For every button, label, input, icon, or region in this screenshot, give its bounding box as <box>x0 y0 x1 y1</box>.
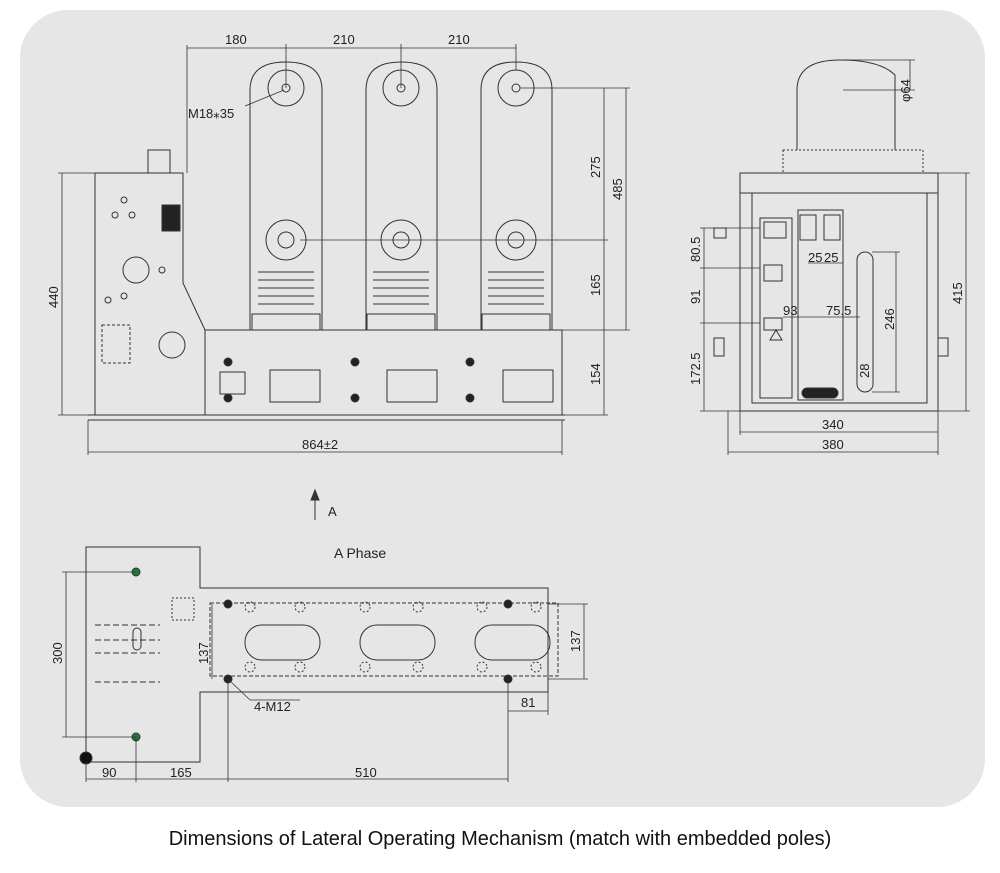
dim-275: 275 <box>588 156 603 178</box>
dim-90: 90 <box>102 765 116 780</box>
dim-80-5: 80.5 <box>688 237 703 262</box>
dim-4-m12: 4-M12 <box>254 699 291 714</box>
control-panel <box>759 217 793 399</box>
dim-180: 180 <box>225 32 247 47</box>
side-view <box>700 59 970 455</box>
dim-510: 510 <box>355 765 377 780</box>
mechanism-housing <box>94 172 206 416</box>
label-a-phase: A Phase <box>334 545 386 561</box>
front-dial <box>122 256 150 284</box>
dim-485: 485 <box>610 178 625 200</box>
dim-bolt: M18⁎35 <box>188 106 234 121</box>
dim-165-plan: 165 <box>170 765 192 780</box>
dim-300: 300 <box>50 642 65 664</box>
warning-label <box>161 204 181 232</box>
dim-154: 154 <box>588 363 603 385</box>
plan-outline <box>85 546 549 763</box>
dim-415: 415 <box>950 282 965 304</box>
dim-246: 246 <box>882 308 897 330</box>
view-arrow <box>310 488 320 520</box>
dim-137-left: 137 <box>196 642 211 664</box>
dim-81: 81 <box>521 695 535 710</box>
dim-137-right: 137 <box>568 630 583 652</box>
dim-phi64: φ64 <box>898 79 913 102</box>
top-knob <box>147 149 171 174</box>
drawing-panel <box>20 10 985 807</box>
front-view <box>58 44 630 455</box>
dim-210-a: 210 <box>333 32 355 47</box>
dim-165: 165 <box>588 274 603 296</box>
dim-172-5: 172.5 <box>688 352 703 385</box>
dim-25-b: 25 <box>824 250 838 265</box>
pole-2 <box>365 61 438 331</box>
pole-3 <box>480 61 553 331</box>
figure-caption: Dimensions of Lateral Operating Mechanis… <box>168 828 832 850</box>
dim-440: 440 <box>46 286 61 308</box>
dim-25-a: 25 <box>808 250 822 265</box>
technical-drawing: 180 210 210 M18⁎35 275 485 165 154 440 8… <box>46 32 970 782</box>
dim-864: 864±2 <box>302 437 338 452</box>
pole-1 <box>249 61 323 331</box>
dim-210-b: 210 <box>448 32 470 47</box>
plan-view <box>62 546 588 782</box>
dim-93: 93 <box>783 303 797 318</box>
dim-75-5: 75.5 <box>826 303 851 318</box>
top-terminal <box>796 59 896 150</box>
dim-340: 340 <box>822 417 844 432</box>
dim-380: 380 <box>822 437 844 452</box>
dim-28: 28 <box>857 364 872 378</box>
label-arrow-a: A <box>328 504 337 519</box>
side-frame <box>739 172 939 412</box>
dim-91: 91 <box>688 290 703 304</box>
